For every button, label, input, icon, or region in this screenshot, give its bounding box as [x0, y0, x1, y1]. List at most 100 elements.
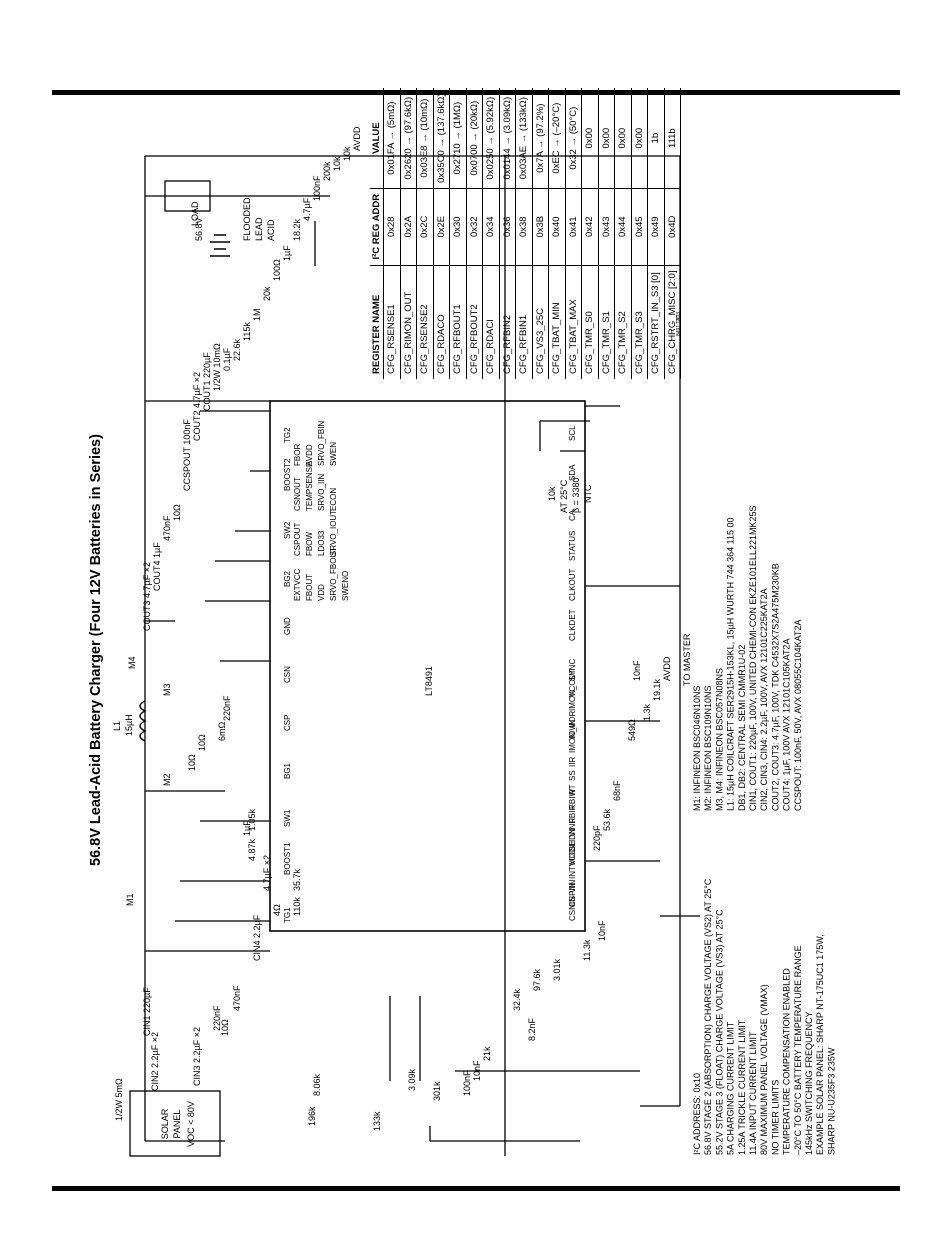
register-value-cell: 0x0250 → (5.92kΩ) [482, 88, 499, 189]
register-value-cell: 0x00 [598, 88, 615, 189]
register-value-cell: 0x0700 → (20kΩ) [466, 88, 483, 189]
register-value-cell: 0x0144 → (3.09kΩ) [499, 88, 516, 189]
ic-pin-imon-out: IMON_OUT [568, 669, 577, 711]
ic-pin-sync: SYNC [568, 659, 577, 681]
register-addr-cell: 0x49 [647, 188, 664, 266]
register-name-cell: CFG_RSENSE2 [416, 265, 433, 379]
svg-text:LEAD: LEAD [254, 217, 264, 241]
value-label-38: 10Ω [197, 734, 207, 751]
svg-text:PANEL: PANEL [172, 1110, 182, 1139]
value-label-53: 20k [262, 286, 272, 301]
register-addr-cell: 0x43 [598, 188, 615, 266]
note-left-5: 11.4A INPUT CURRENT LIMIT [748, 1031, 758, 1155]
note-left-7: NO TIMER LIMITS [770, 1080, 780, 1155]
register-table: REGISTER NAME I²C REG ADDR VALUE CFG_RSE… [370, 88, 681, 379]
ic-pin-rt: RT [568, 784, 577, 795]
col-register-name: REGISTER NAME [370, 265, 384, 379]
register-name-cell: CFG_VS3_25C [532, 265, 549, 379]
battery-label: 56.8V FLOODED LEAD ACID [194, 197, 276, 241]
value-label-46: COUT2 4.7µF ×2 [192, 372, 202, 441]
ic-pins: TG1BOOST1SW1BG1CSPCSNGNDBG2SW2BOOST2TG2C… [283, 421, 577, 923]
note-left-8: TEMPERATURE COMPENSATION ENABLED [782, 968, 792, 1155]
register-name-cell: CFG_RFBOUT2 [466, 265, 483, 379]
ic-pin-imon-in: IMON_IN [568, 719, 577, 753]
ic-pin-vdd: VDD [317, 584, 326, 601]
top-rule [52, 90, 900, 95]
value-label-29: 220pF [592, 825, 602, 851]
page-title: 56.8V Lead-Acid Battery Charger (Four 12… [88, 434, 104, 866]
note-left-0: I²C ADDRESS: 0x10 [692, 1073, 702, 1155]
register-name-cell: CFG_RFBIN2 [499, 265, 516, 379]
register-name-cell: CFG_TMR_S1 [598, 265, 615, 379]
note-right-0: M1: INFINEON BSC046N10NS [692, 685, 702, 811]
ic-pin-srvo-iout: SRVO_IOUT [329, 510, 338, 556]
value-label-8: 4Ω [272, 904, 282, 916]
ic-pin-boost2: BOOST2 [283, 458, 292, 491]
ic-pin-vc: VC [568, 686, 577, 697]
register-value-cell: 0x00 [614, 88, 631, 189]
ic-pin-ior: IOR [568, 711, 577, 725]
ic-pin-econ: ECON [329, 488, 338, 511]
register-value-cell: 0x2710 → (1MΩ) [449, 88, 466, 189]
value-label-48: 1/2W 10mΩ [212, 343, 222, 391]
register-value-cell: 0x2620 → (97.6kΩ) [400, 88, 417, 189]
note-right-8: COUT4: 1µF, 100V AVX 12101C105KAT2A [782, 639, 792, 811]
note-right-2: M3, M4: INFINEON BSC057N08NS [714, 668, 724, 811]
ic-pin-bg1: BG1 [283, 762, 292, 779]
ic-pin-gnd: GND [283, 617, 292, 635]
ic-pin-boost1: BOOST1 [283, 842, 292, 875]
register-addr-cell: 0x41 [565, 188, 582, 266]
note-right-3: L1: 15µH COILCRAFT SER2915H-153KL, 15µH … [726, 517, 736, 811]
ic-pin-cspin: CSPIN [568, 882, 577, 907]
col-reg-addr: I²C REG ADDR [370, 188, 384, 266]
register-addr-cell: 0x45 [631, 188, 648, 266]
ic-pin-ss: SS [568, 770, 577, 781]
svg-text:VOC < 80V: VOC < 80V [186, 1101, 196, 1147]
register-name-cell: CFG_RDACI [482, 265, 499, 379]
value-label-16: 3.09k [407, 1068, 417, 1091]
value-label-5: 10Ω [220, 1019, 230, 1036]
note-right-1: M2: INFINEON BSC109N10NS [703, 685, 713, 811]
bottom-rule [52, 1186, 900, 1191]
note-left-12: SHARP NU-U235F3 235W [826, 1047, 836, 1155]
note-right-4: DB1, DB2: CENTRAL SEMI CMMR1U-02 [737, 645, 747, 811]
svg-text:56.8V: 56.8V [194, 217, 204, 241]
ic-pin-shdn: SHDN [568, 828, 577, 851]
value-label-14: 8.06k [312, 1073, 322, 1096]
value-label-39: 6mΩ [217, 721, 227, 741]
register-addr-cell: 0x30 [449, 188, 466, 266]
register-name-cell: CFG_RSENSE1 [383, 265, 400, 379]
ntc-label-2: AT 25°C [559, 479, 569, 513]
value-label-31: 68nF [612, 780, 622, 801]
ic-pin-cspout: CSPOUT [293, 523, 302, 556]
register-addr-cell: 0x36 [499, 188, 516, 266]
value-label-28: 10nF [597, 920, 607, 941]
value-label-18: 4.87k [247, 838, 257, 861]
register-name-cell: CFG_RFBIN1 [515, 265, 532, 379]
ic-pin-bg2: BG2 [283, 570, 292, 587]
note-left-4: 1.25A TRICKLE CURRENT LIMIT [737, 1019, 747, 1155]
value-label-27: 11.3k [582, 939, 592, 961]
register-name-cell: CFG_RIMON_OUT [400, 265, 417, 379]
value-label-43: 470nF [162, 515, 172, 541]
value-label-4: 220nF [212, 1005, 222, 1031]
value-label-9: 4.7µF ×2 [262, 855, 272, 891]
ic-pin-fbiw: FBIW [568, 789, 577, 809]
ic-pin-intvcc: INTVCC [568, 849, 577, 879]
svg-text:ACID: ACID [266, 219, 276, 241]
ic-pin-swen: SWEN [329, 442, 338, 466]
ntc-label-3: β = 3380 [571, 478, 581, 513]
register-value-cell: 0x00 [581, 88, 598, 189]
value-label-56: 18.2k [292, 218, 302, 241]
value-label-50: 22.6k [232, 338, 242, 361]
register-addr-cell: 0x2E [433, 188, 450, 266]
